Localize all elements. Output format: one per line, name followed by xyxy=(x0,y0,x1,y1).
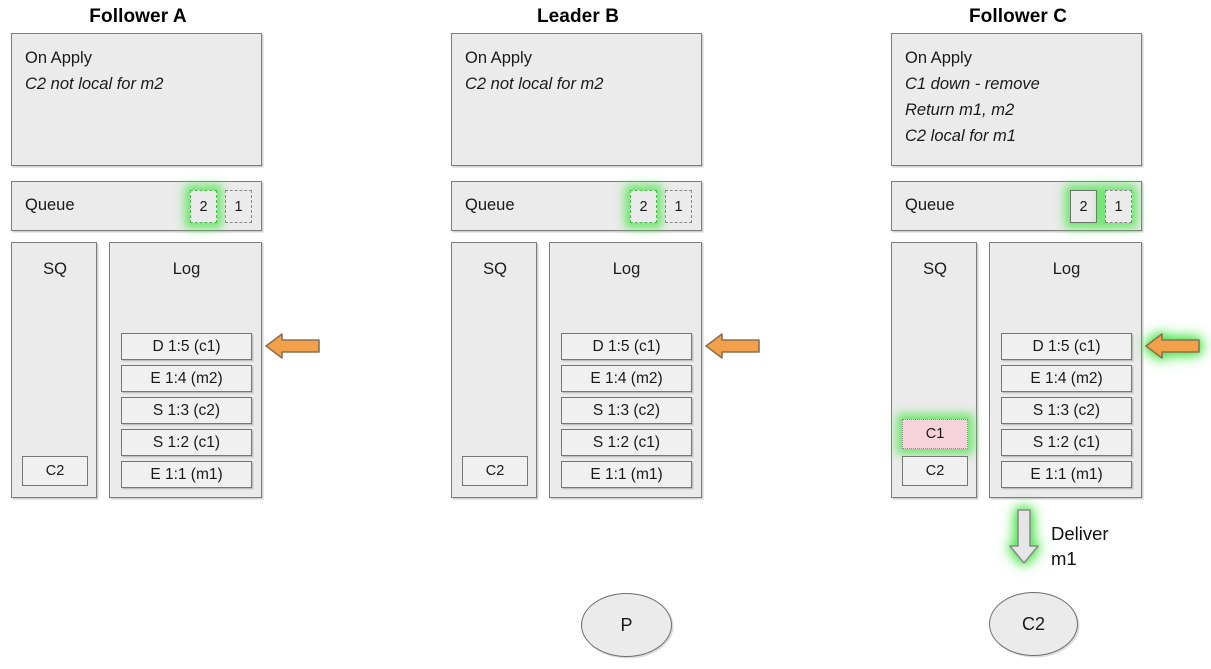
sq-item: C2 xyxy=(902,456,968,486)
commit-pointer-arrow-icon xyxy=(264,329,321,363)
log-entry: S 1:2 (c1) xyxy=(1001,429,1132,456)
sq-item-list: C1 C2 xyxy=(902,412,968,486)
sq-item-list: C2 xyxy=(22,449,88,486)
queue-slot-list: 2 1 xyxy=(630,190,692,223)
on-apply-header: On Apply xyxy=(25,49,92,67)
sq-panel-leader-b: SQ C2 xyxy=(451,242,537,498)
sq-item: C2 xyxy=(22,456,88,486)
queue-slot: 2 xyxy=(1070,190,1097,223)
queue-slot: 1 xyxy=(1105,190,1132,223)
producer-node-label: P xyxy=(620,614,633,635)
log-entry: D 1:5 (c1) xyxy=(1001,333,1132,360)
on-apply-line: C2 local for m1 xyxy=(905,127,1016,145)
deliver-arrow-icon xyxy=(1007,508,1041,566)
queue-slot: 2 xyxy=(190,190,217,223)
sq-item: C2 xyxy=(462,456,528,486)
commit-pointer-arrow-icon xyxy=(1144,329,1201,363)
producer-node: P xyxy=(581,593,672,657)
log-entry: D 1:5 (c1) xyxy=(561,333,692,360)
queue-panel-leader-b: Queue 2 1 xyxy=(451,181,702,231)
log-entry: S 1:3 (c2) xyxy=(1001,397,1132,424)
commit-pointer-arrow-icon xyxy=(704,329,761,363)
log-title: Log xyxy=(1052,260,1081,278)
queue-panel-follower-a: Queue 2 1 xyxy=(11,181,262,231)
on-apply-line: Return m1, m2 xyxy=(905,101,1015,119)
on-apply-line: C1 down - remove xyxy=(905,75,1040,93)
queue-label: Queue xyxy=(25,196,75,214)
log-entry-list: D 1:5 (c1) E 1:4 (m2) S 1:3 (c2) S 1:2 (… xyxy=(561,328,692,488)
replica-column-follower-a: Follower A On Apply C2 not local for m2 … xyxy=(11,0,320,669)
sq-title: SQ xyxy=(483,260,507,278)
log-entry: D 1:5 (c1) xyxy=(121,333,252,360)
log-title: Log xyxy=(172,260,201,278)
column-title-follower-a: Follower A xyxy=(89,6,187,27)
sq-panel-follower-c: SQ C1 C2 xyxy=(891,242,977,498)
log-entry-list: D 1:5 (c1) E 1:4 (m2) S 1:3 (c2) S 1:2 (… xyxy=(1001,328,1132,488)
log-entry: S 1:3 (c2) xyxy=(121,397,252,424)
deliver-label-line1: Deliver xyxy=(1051,523,1109,544)
log-entry: S 1:2 (c1) xyxy=(561,429,692,456)
log-entry: E 1:1 (m1) xyxy=(1001,461,1132,488)
queue-slot: 1 xyxy=(225,190,252,223)
log-entry: S 1:3 (c2) xyxy=(561,397,692,424)
on-apply-line: C2 not local for m2 xyxy=(465,75,604,93)
on-apply-line: C2 not local for m2 xyxy=(25,75,164,93)
replica-column-follower-c: Follower C On Apply C1 down - remove Ret… xyxy=(891,0,1200,669)
sq-item-list: C2 xyxy=(462,449,528,486)
queue-panel-follower-c: Queue 2 1 xyxy=(891,181,1142,231)
consumer-node: C2 xyxy=(989,592,1078,656)
log-entry: E 1:4 (m2) xyxy=(121,365,252,392)
log-entry: E 1:4 (m2) xyxy=(1001,365,1132,392)
log-entry-list: D 1:5 (c1) E 1:4 (m2) S 1:3 (c2) S 1:2 (… xyxy=(121,328,252,488)
deliver-label-line2: m1 xyxy=(1051,548,1077,569)
log-entry: E 1:1 (m1) xyxy=(121,461,252,488)
sq-title: SQ xyxy=(43,260,67,278)
log-panel-leader-b: Log D 1:5 (c1) E 1:4 (m2) S 1:3 (c2) S 1… xyxy=(549,242,702,498)
log-entry: E 1:1 (m1) xyxy=(561,461,692,488)
on-apply-panel-follower-c: On Apply C1 down - remove Return m1, m2 … xyxy=(891,33,1142,166)
log-title: Log xyxy=(612,260,641,278)
queue-slot-list: 2 1 xyxy=(1070,190,1132,223)
column-title-follower-c: Follower C xyxy=(968,6,1068,27)
sq-title: SQ xyxy=(923,260,947,278)
consumer-node-label: C2 xyxy=(1021,613,1045,634)
log-panel-follower-a: Log D 1:5 (c1) E 1:4 (m2) S 1:3 (c2) S 1… xyxy=(109,242,262,498)
queue-slot: 2 xyxy=(630,190,657,223)
queue-label: Queue xyxy=(465,196,515,214)
column-title-leader-b: Leader B xyxy=(536,6,620,27)
sq-item-highlighted: C1 xyxy=(902,419,968,449)
deliver-label: Deliver m1 xyxy=(1051,521,1109,571)
queue-slot-list: 2 1 xyxy=(190,190,252,223)
queue-slot: 1 xyxy=(665,190,692,223)
log-panel-follower-c: Log D 1:5 (c1) E 1:4 (m2) S 1:3 (c2) S 1… xyxy=(989,242,1142,498)
on-apply-panel-follower-a: On Apply C2 not local for m2 xyxy=(11,33,262,166)
replica-column-leader-b: Leader B On Apply C2 not local for m2 Qu… xyxy=(451,0,760,669)
sq-panel-follower-a: SQ C2 xyxy=(11,242,97,498)
log-entry: S 1:2 (c1) xyxy=(121,429,252,456)
on-apply-header: On Apply xyxy=(465,49,532,67)
on-apply-panel-leader-b: On Apply C2 not local for m2 xyxy=(451,33,702,166)
on-apply-header: On Apply xyxy=(905,49,972,67)
log-entry: E 1:4 (m2) xyxy=(561,365,692,392)
queue-label: Queue xyxy=(905,196,955,214)
